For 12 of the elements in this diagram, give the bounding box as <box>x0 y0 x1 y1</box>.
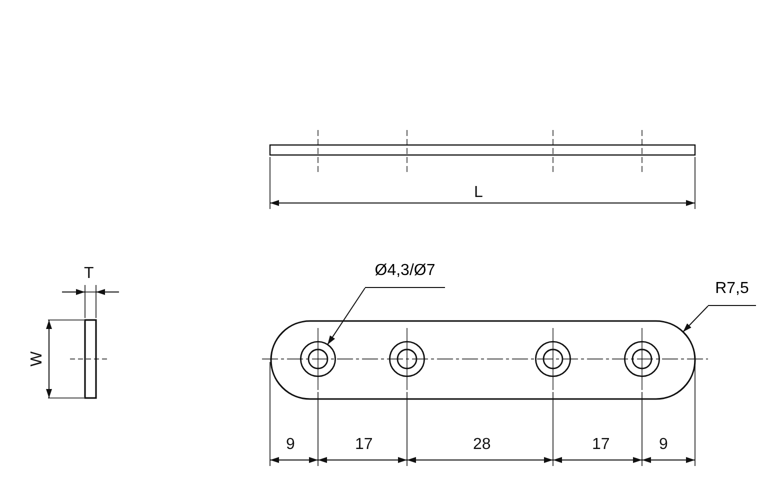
dimension-text: T <box>84 265 94 283</box>
leader-line <box>682 306 708 332</box>
dimension-label: R7,5 <box>708 280 756 306</box>
dimension-label: Ø4,3/Ø7 <box>365 262 445 288</box>
dimension-text: 28 <box>473 436 491 454</box>
dimension-text: 9 <box>659 436 668 454</box>
dimension-text: W <box>28 351 47 367</box>
dimension-text: 17 <box>355 436 373 454</box>
leader-line <box>327 288 366 346</box>
dimension-text: 17 <box>592 436 610 454</box>
dimension-text: 9 <box>286 436 295 454</box>
dimension-text: L <box>474 184 483 202</box>
